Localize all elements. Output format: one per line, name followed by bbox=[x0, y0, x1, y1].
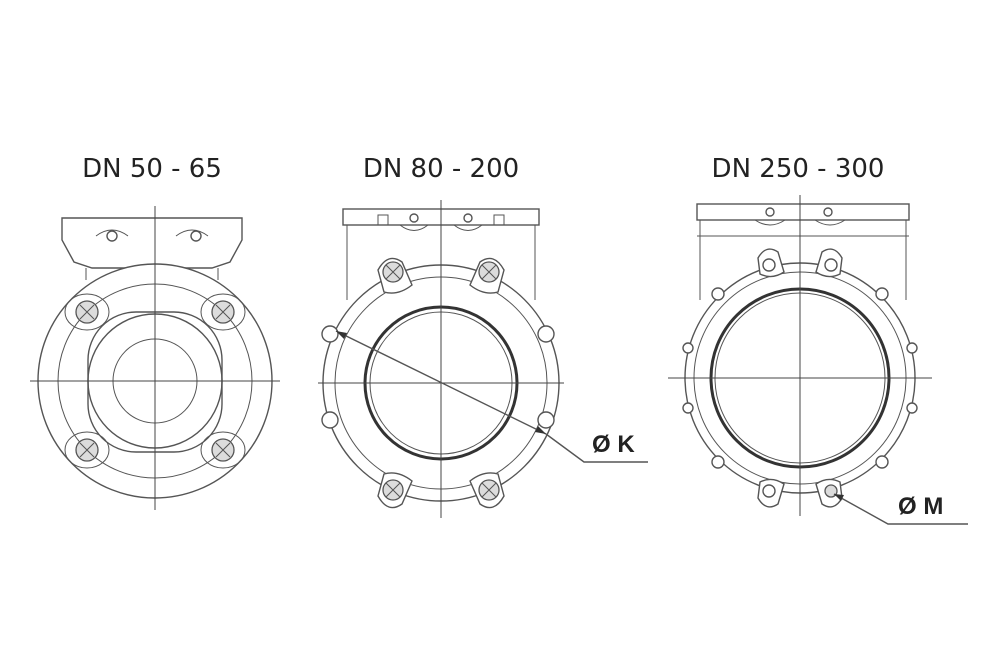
bolt-lugs-dn80-200 bbox=[321, 257, 555, 509]
flange-view-dn80-200: Ø K bbox=[318, 200, 648, 518]
bolt-lugs-dn250-300 bbox=[682, 248, 918, 508]
flange-view-dn250-300: Ø M bbox=[668, 195, 968, 525]
view-title-dn50-65: DN 50 - 65 bbox=[82, 154, 222, 184]
dimension-k-label: Ø K bbox=[592, 431, 635, 458]
view-title-dn80-200: DN 80 - 200 bbox=[363, 154, 519, 184]
bracket-dn50-65 bbox=[61, 217, 243, 269]
view-title-dn250-300: DN 250 - 300 bbox=[712, 154, 885, 184]
dimension-m-leader bbox=[833, 493, 968, 525]
bolt-holes-dn50-65 bbox=[75, 300, 235, 462]
flange-view-dn50-65 bbox=[30, 206, 280, 510]
dimension-k-leader bbox=[335, 330, 648, 463]
bracket-dn250-300 bbox=[696, 203, 910, 221]
dimension-m-label: Ø M bbox=[898, 493, 943, 520]
